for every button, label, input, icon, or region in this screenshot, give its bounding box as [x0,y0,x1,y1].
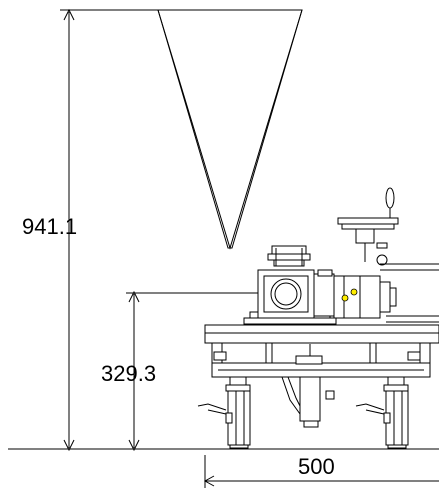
dimension-frame-width [205,455,439,488]
left-caster [198,377,250,448]
hand-wheel [338,188,398,265]
main-frame [205,325,439,377]
total-height-label: 941.1 [22,214,77,239]
dimension-axis-height [126,292,272,450]
dimension-total-height [60,10,158,450]
indicator-lamps [342,289,357,301]
right-caster [356,377,408,448]
hopper-cone [158,10,310,266]
discharge-chute [282,344,334,427]
frame-width-label: 500 [298,454,335,479]
motor-assembly [244,264,439,324]
axis-height-label: 329.3 [101,361,156,386]
